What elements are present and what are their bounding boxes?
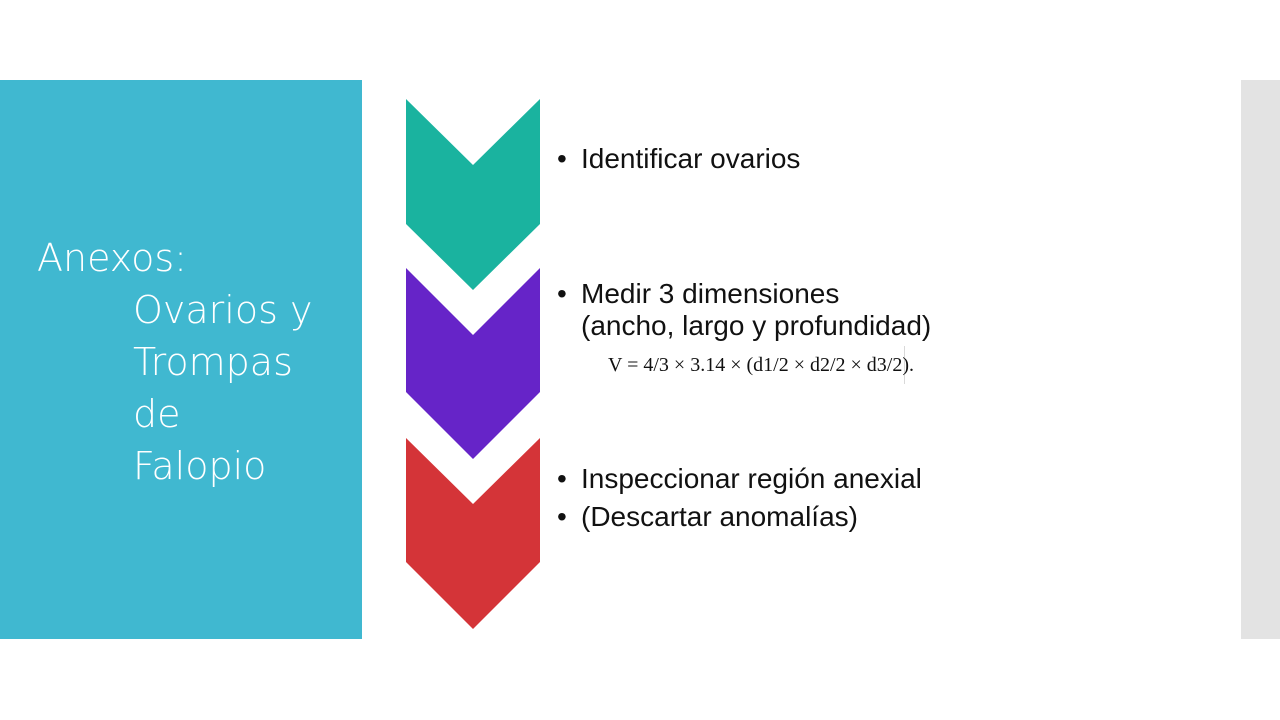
slide-title: Anexos: Ovarios y Trompas de Falopio	[37, 232, 357, 492]
step-2-line-1: Medir 3 dimensiones	[581, 278, 840, 309]
title-line-4: de	[133, 392, 181, 436]
step-2-bullet-1: Medir 3 dimensiones (ancho, largo y prof…	[557, 278, 931, 342]
chevron-step-3	[406, 438, 540, 629]
title-line-2: Ovarios y	[133, 288, 313, 332]
volume-formula: V = 4/3 × 3.14 × (d1/2 × d2/2 × d3/2).	[608, 346, 914, 384]
title-line-5: Falopio	[133, 444, 267, 488]
right-strip	[1241, 80, 1280, 639]
step-2-list: Medir 3 dimensiones (ancho, largo y prof…	[557, 278, 931, 342]
title-line-1: Anexos:	[37, 236, 187, 280]
chevron-step-1	[406, 99, 540, 290]
title-line-3: Trompas	[133, 340, 293, 384]
step-2-line-2: (ancho, largo y profundidad)	[581, 310, 932, 341]
step-3-bullet-2: (Descartar anomalías)	[557, 501, 922, 533]
step-1-list: Identificar ovarios	[557, 143, 800, 181]
step-3-list: Inspeccionar región anexial (Descartar a…	[557, 463, 922, 539]
chevron-step-2	[406, 268, 540, 459]
step-1-bullet-1: Identificar ovarios	[557, 143, 800, 175]
step-3-bullet-1: Inspeccionar región anexial	[557, 463, 922, 495]
title-panel	[0, 80, 362, 639]
